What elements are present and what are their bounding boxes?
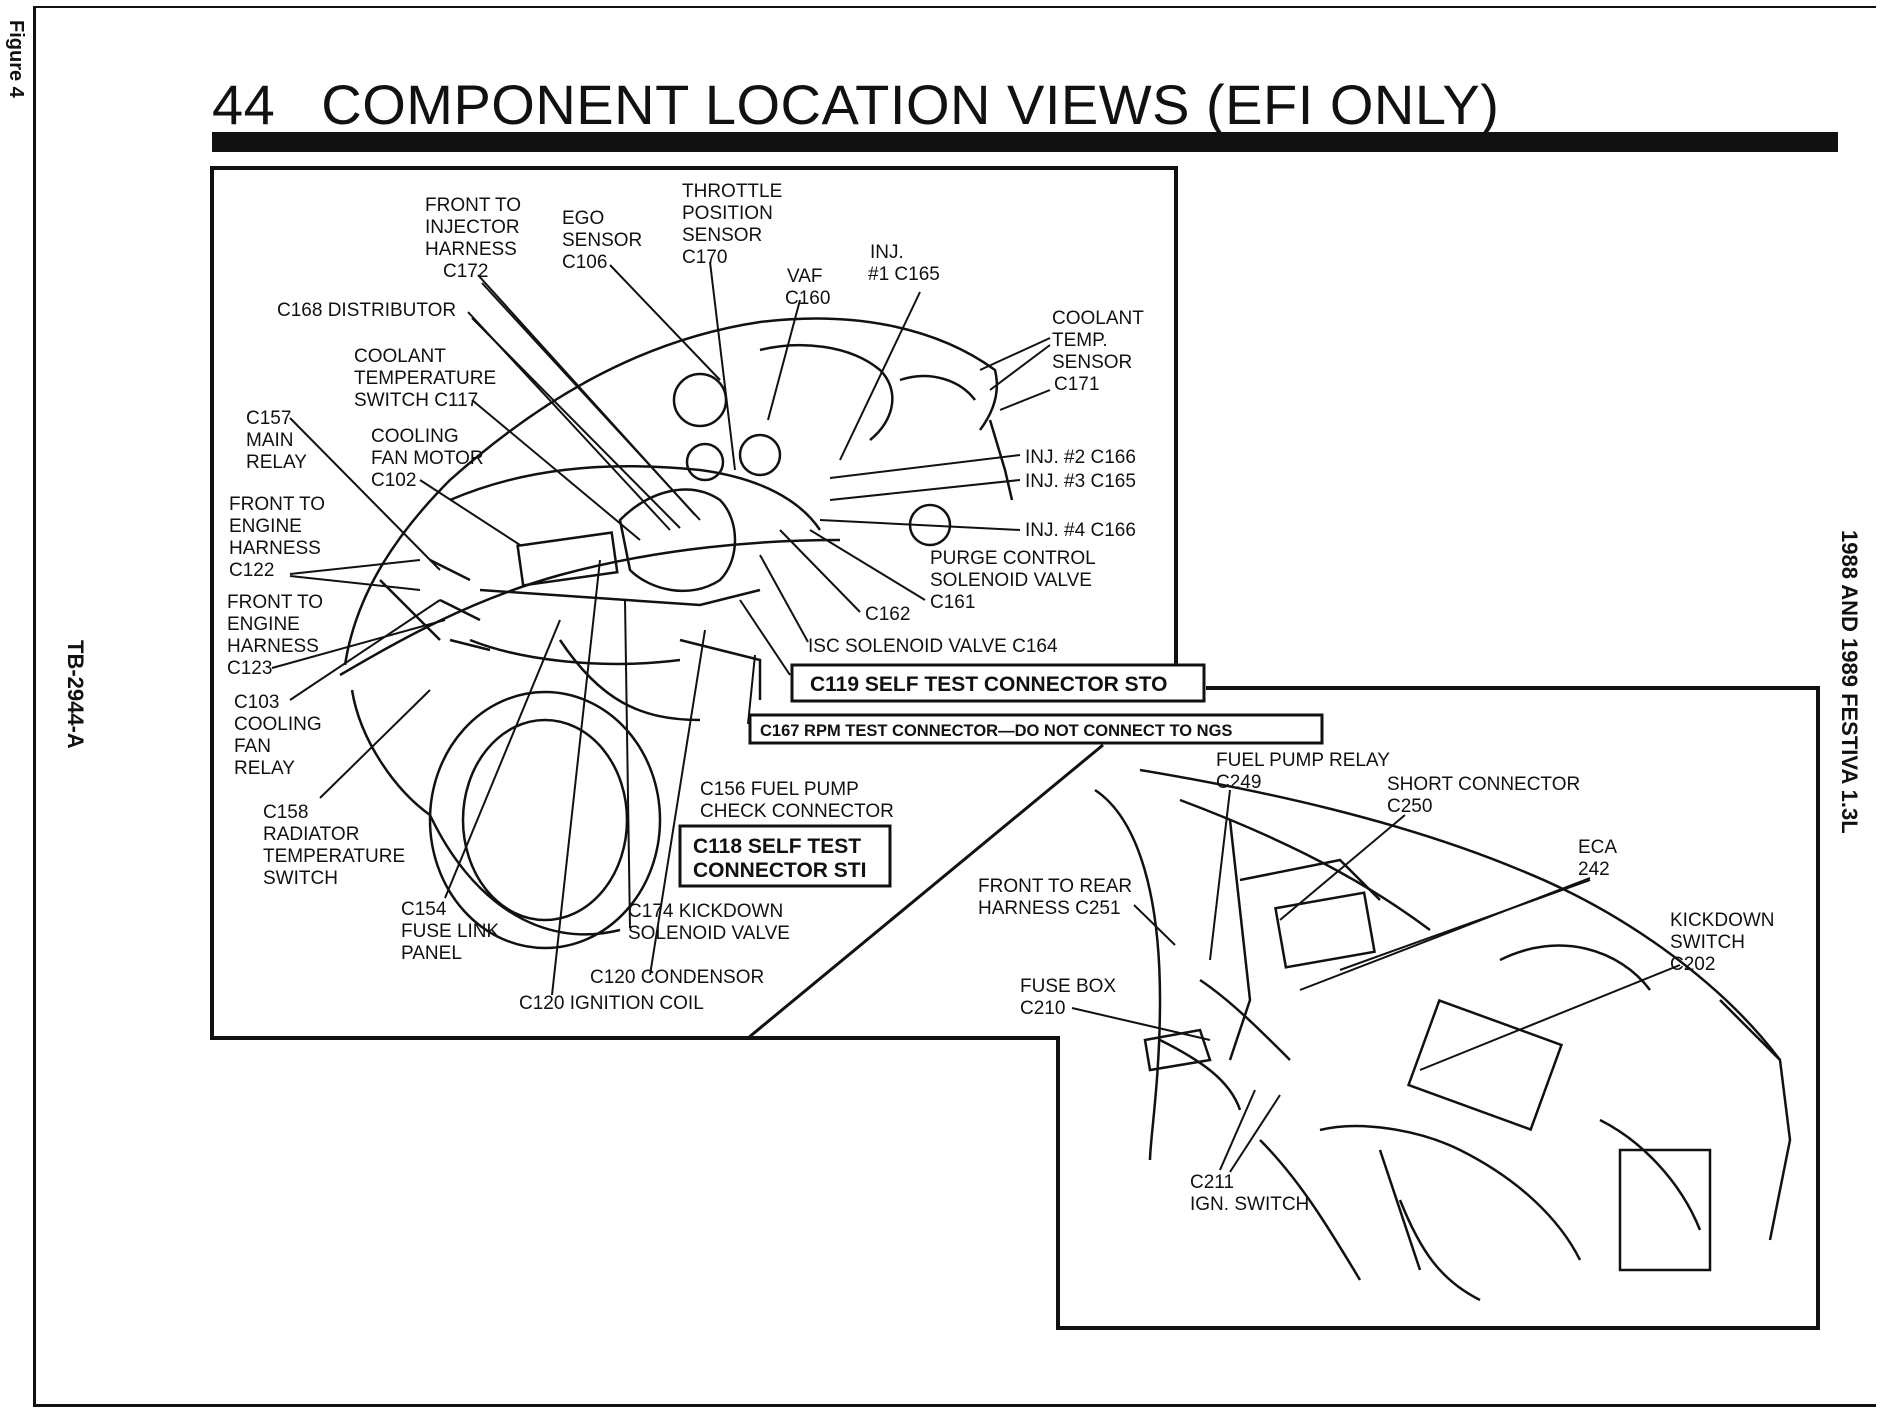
engine-panel-frame <box>210 166 1178 1040</box>
page-frame <box>33 6 1876 1407</box>
dash-panel-frame <box>748 686 1820 1330</box>
label-c162: C162 <box>865 604 910 625</box>
document-id: TB-2944-A <box>63 640 88 749</box>
label-inj4: INJ. #4 C166 <box>1025 520 1136 541</box>
panel-divider <box>747 743 1104 1040</box>
title-rule <box>212 132 1838 152</box>
label-isc-solenoid: ISC SOLENOID VALVE C164 <box>808 636 1058 657</box>
label-inj1: INJ.#1 C165 <box>868 242 940 285</box>
vehicle-label: 1988 AND 1989 FESTIVA 1.3L <box>1837 530 1862 834</box>
boxed-callouts: C119 SELF TEST CONNECTOR STO C167 RPM TE… <box>678 663 1324 888</box>
label-condensor: C120 CONDENSOR <box>590 967 764 988</box>
label-inj3: INJ. #3 C165 <box>1025 471 1136 492</box>
sti-box <box>678 824 892 888</box>
label-distributor: C168 DISTRIBUTOR <box>277 300 456 321</box>
page-title: 44 COMPONENT LOCATION VIEWS (EFI ONLY) <box>212 72 1499 137</box>
figure-label: Figure 4 <box>5 20 27 98</box>
page-number: 44 <box>212 73 276 136</box>
sto-box <box>790 663 1206 703</box>
title-text: COMPONENT LOCATION VIEWS (EFI ONLY) <box>321 73 1500 136</box>
dash-illustration <box>1094 768 1792 1302</box>
rpm-label: C167 RPM TEST CONNECTOR—DO NOT CONNECT T… <box>760 722 1232 740</box>
label-inj2: INJ. #2 C166 <box>1025 447 1136 468</box>
engine-illustration <box>339 317 1014 950</box>
rpm-box <box>748 713 1324 745</box>
label-ignition-coil: C120 IGNITION COIL <box>519 993 704 1014</box>
leader-lines <box>271 261 1681 1173</box>
sto-label: C119 SELF TEST CONNECTOR STO <box>810 673 1167 696</box>
